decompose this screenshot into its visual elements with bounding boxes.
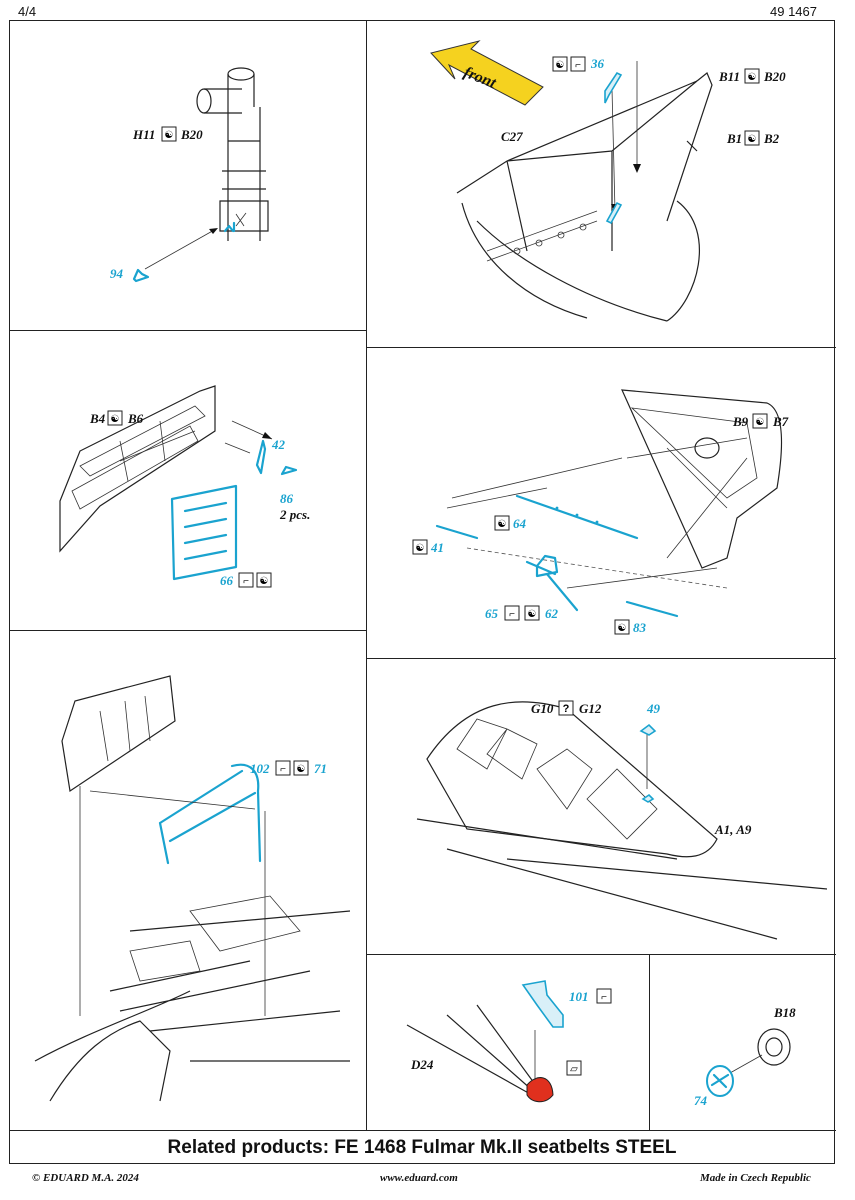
panel-step-1: H11 ☯ B20 94 <box>10 21 367 331</box>
svg-text:☯: ☯ <box>498 519 507 530</box>
ref-g10: G10 <box>531 701 554 716</box>
kit-code: 49 1467 <box>770 4 817 19</box>
svg-text:☯: ☯ <box>618 623 627 634</box>
instruction-frame: H11 ☯ B20 94 front 36 ☯ ⌐ <box>9 20 836 1164</box>
question-icon: ? <box>563 703 570 715</box>
part-66: 66 <box>220 573 234 588</box>
panel-step-7: 101 ⌐ ▱ D24 <box>367 955 650 1131</box>
ref-b18: B18 <box>773 1005 796 1020</box>
svg-text:⌐: ⌐ <box>575 60 581 71</box>
step-1-drawing: H11 ☯ B20 94 <box>110 67 269 283</box>
ref-b2: B2 <box>763 131 780 146</box>
svg-text:☯: ☯ <box>297 764 306 775</box>
page-number: 4/4 <box>18 4 37 19</box>
part-65: 65 <box>485 606 499 621</box>
svg-text:▱: ▱ <box>570 1064 578 1075</box>
svg-text:☯: ☯ <box>756 417 765 428</box>
step-3-drawing: B4 ☯ B6 42 86 2 pcs. 66 ⌐ ☯ <box>59 385 310 588</box>
part-83: 83 <box>633 620 647 635</box>
part-74: 74 <box>694 1093 708 1108</box>
part-71: 71 <box>314 761 327 776</box>
step-2-drawing: front 36 ☯ ⌐ C27 B11 ☯ B20 B1 ☯ B2 <box>430 40 786 322</box>
part-49: 49 <box>646 701 661 716</box>
svg-text:☯: ☯ <box>260 576 269 587</box>
ref-b4: B4 <box>89 411 106 426</box>
ref-a1-a9: A1, A9 <box>714 822 752 837</box>
panel-step-4: ☯ 64 ☯ 41 65 ⌐ ☯ 62 ☯ 83 B9 ☯ B7 <box>367 348 836 659</box>
ref-d24: D24 <box>410 1057 434 1072</box>
ref-b9: B9 <box>732 414 749 429</box>
ref-h11: H11 <box>132 127 155 142</box>
ref-b6: B6 <box>127 411 144 426</box>
part-41: 41 <box>430 540 444 555</box>
qty-2pcs: 2 pcs. <box>279 507 310 522</box>
svg-text:☯: ☯ <box>416 543 425 554</box>
svg-text:⌐: ⌐ <box>509 609 515 620</box>
ref-c27: C27 <box>501 129 523 144</box>
part-86: 86 <box>280 491 294 506</box>
ref-g12: G12 <box>579 701 602 716</box>
svg-text:☯: ☯ <box>556 60 565 71</box>
part-36: 36 <box>590 56 605 71</box>
panel-step-2: front 36 ☯ ⌐ C27 B11 ☯ B20 B1 ☯ B2 <box>367 21 836 348</box>
ref-b20: B20 <box>180 127 203 142</box>
ref-b11: B11 <box>718 69 740 84</box>
website: www.eduard.com <box>380 1172 458 1184</box>
svg-text:☯: ☯ <box>748 134 757 145</box>
ref-b20b: B20 <box>763 69 786 84</box>
front-arrow: front <box>430 40 544 106</box>
part-42: 42 <box>271 437 286 452</box>
svg-text:⌐: ⌐ <box>280 764 286 775</box>
step-6-drawing: G10 ? G12 49 A1, A9 <box>416 700 828 940</box>
copyright: © EDUARD M.A. 2024 <box>32 1172 139 1184</box>
svg-text:☯: ☯ <box>528 609 537 620</box>
part-64: 64 <box>513 516 527 531</box>
yin-yang-icon: ☯ <box>165 130 174 141</box>
panel-step-5: 102 ⌐ ☯ 71 <box>10 631 367 1131</box>
part-102: 102 <box>250 761 270 776</box>
svg-text:☯: ☯ <box>111 414 120 425</box>
panel-step-6: G10 ? G12 49 A1, A9 <box>367 659 836 955</box>
step-5-drawing: 102 ⌐ ☯ 71 <box>34 675 351 1102</box>
step-8-drawing: B18 74 <box>694 1005 796 1108</box>
part-94: 94 <box>110 266 124 281</box>
panel-step-8: B18 74 <box>650 955 836 1131</box>
svg-text:⌐: ⌐ <box>243 576 249 587</box>
step-4-drawing: ☯ 64 ☯ 41 65 ⌐ ☯ 62 ☯ 83 B9 ☯ B7 <box>412 389 789 635</box>
ref-b7: B7 <box>772 414 789 429</box>
svg-text:☯: ☯ <box>748 72 757 83</box>
svg-text:⌐: ⌐ <box>601 992 607 1003</box>
ref-b1: B1 <box>726 131 742 146</box>
step-7-drawing: 101 ⌐ ▱ D24 <box>406 980 612 1103</box>
made-in: Made in Czech Republic <box>700 1172 811 1184</box>
part-62: 62 <box>545 606 559 621</box>
related-products-banner: Related products: FE 1468 Fulmar Mk.II s… <box>9 1130 835 1165</box>
part-101: 101 <box>569 989 589 1004</box>
panel-step-3: B4 ☯ B6 42 86 2 pcs. 66 ⌐ ☯ <box>10 331 367 631</box>
